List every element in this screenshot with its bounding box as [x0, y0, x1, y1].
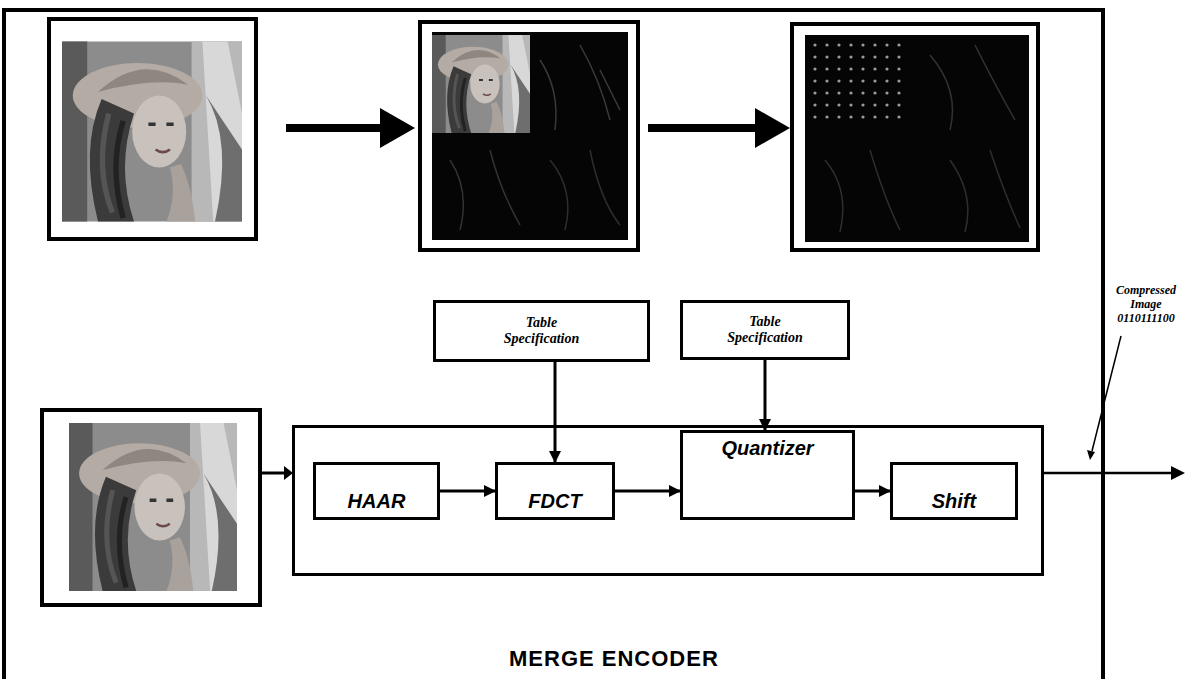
original-image-frame — [49, 19, 256, 239]
flow-connector — [615, 490, 680, 493]
output-label: Compressed Image 0110111100 — [1108, 284, 1184, 325]
table-spec-box: Table Specification — [433, 300, 650, 362]
box-label: HAAR — [348, 490, 406, 513]
box-label: Quantizer — [721, 437, 813, 460]
flow-connector — [855, 490, 890, 493]
dct-image-frame — [792, 24, 1038, 250]
flow-connector — [764, 360, 767, 430]
box-label: FDCT — [528, 490, 581, 513]
process-box: FDCT — [495, 462, 615, 520]
encoder-box — [294, 427, 1043, 575]
box-label: Shift — [932, 490, 976, 513]
input-image-frame — [42, 410, 260, 605]
process-box: HAAR — [313, 462, 440, 520]
flow-arrow — [648, 108, 790, 148]
flow-connector — [554, 362, 557, 462]
input-arrow — [262, 466, 293, 480]
encoder-frame: MERGE ENCODER Table Specification Table Sp… — [2, 8, 1105, 679]
box-label: Table Specification — [710, 314, 820, 346]
box-label: Table Specification — [487, 315, 597, 347]
process-box: Shift — [890, 462, 1018, 520]
flow-arrow — [286, 108, 415, 148]
haar-image-frame — [420, 22, 638, 250]
process-box: Quantizer — [680, 430, 855, 520]
table-spec-box: Table Specification — [680, 300, 850, 360]
flow-connector — [440, 490, 495, 493]
diagram-title-text: MERGE ENCODER — [509, 646, 719, 672]
output-arrow — [1043, 466, 1185, 480]
